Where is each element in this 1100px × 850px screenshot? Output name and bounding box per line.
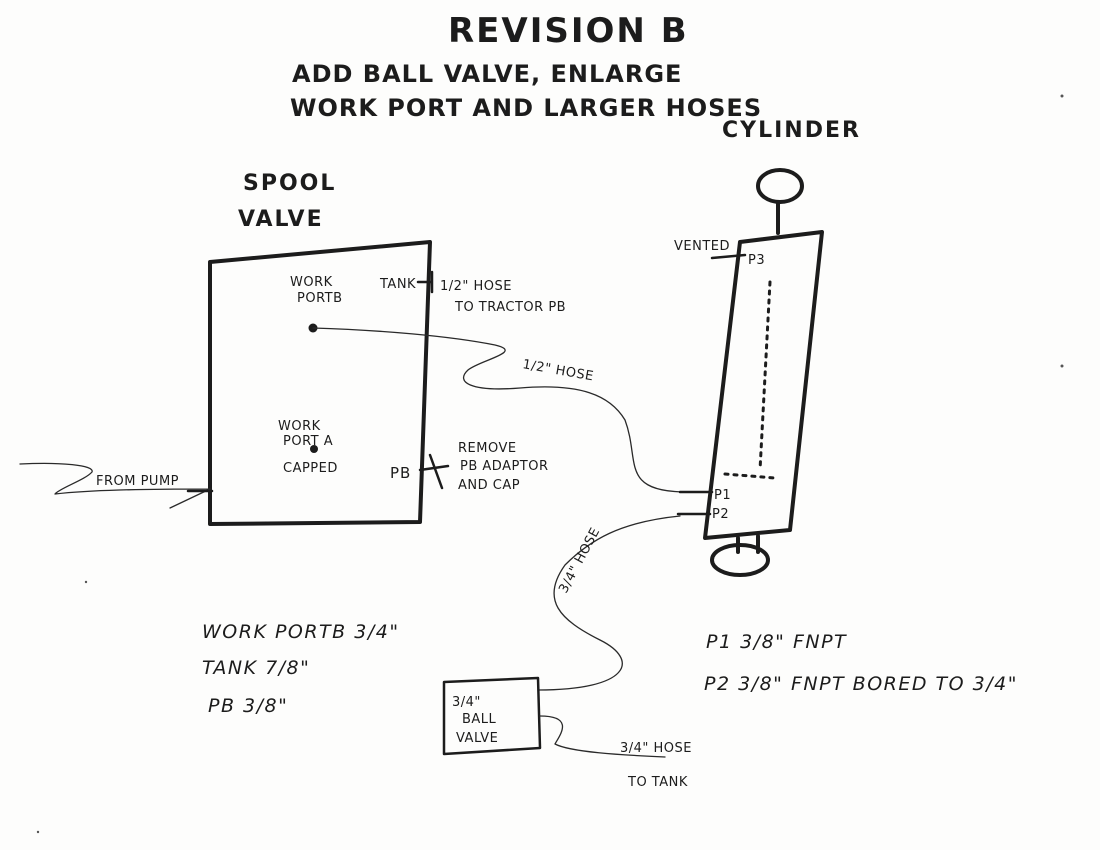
work-port-a-dot [310,445,318,453]
pb-note-line1: REMOVE [458,441,517,456]
spool-valve-label-line1: SPOOL [243,171,336,196]
p3-vent-port [710,253,747,260]
ball-valve-label-line2: BALL [462,712,497,727]
tank-hose-label-line1: 1/2" HOSE [440,279,512,294]
p3-label: P3 [748,253,765,268]
spec-tank: TANK 7/8" [202,657,310,679]
cylinder-body [703,168,824,577]
spool-valve-label-line2: VALVE [238,207,324,232]
scan-speck [1060,364,1064,368]
spool-valve-body [208,240,432,526]
revision-subtitle-line1: ADD BALL VALVE, ENLARGE [292,60,682,88]
work-port-a-label-line1: WORK [278,419,321,434]
cylinder-label: CYLINDER [722,118,861,143]
spec-work-port-b: WORK PORTB 3/4" [202,621,400,643]
pb-note-line2: PB ADAPTOR [460,459,549,474]
from-pump-label: FROM PUMP [96,474,179,489]
tank-hose-label-line2: TO TRACTOR PB [454,300,566,315]
scan-speck [1060,94,1064,98]
spec-pb: PB 3/8" [208,695,288,717]
ball-valve-label-line1: 3/4" [452,695,481,710]
to-tank-label: TO TANK [627,775,688,790]
work-port-b-label-line2: PORTB [297,291,343,306]
pb-note-line3: AND CAP [458,478,520,493]
work-port-a-label-line2: PORT A [283,434,333,449]
scan-speck [36,830,40,834]
pb-port-capped-mark [418,453,450,490]
spec-p1: P1 3/8" FNPT [706,631,847,653]
p2-to-ball-valve-hose [537,515,681,691]
to-tank-hose-label: 3/4" HOSE [620,741,692,756]
p2-label: P2 [712,507,729,522]
work-port-b-hose [312,327,683,493]
revision-title: REVISION B [448,11,689,51]
work-hose-label: 1/2" HOSE [521,357,595,384]
revision-subtitle-line2: WORK PORT AND LARGER HOSES [290,94,762,122]
ball-valve-to-tank-hose [539,715,666,758]
vented-label: VENTED [674,239,730,254]
ball-valve-label-line3: VALVE [456,731,498,746]
pb-port-label: PB [390,464,411,482]
p1-label: P1 [714,488,731,503]
spec-p2: P2 3/8" FNPT BORED TO 3/4" [704,673,1018,695]
work-port-b-label-line1: WORK [290,275,333,290]
tank-port-fitting [416,270,434,294]
work-port-a-capped-label: CAPPED [283,461,338,476]
ball-valve-body [442,676,542,756]
p2-hose-label: 3/4" HOSE [556,525,603,596]
scan-speck [84,580,88,584]
tank-port-label: TANK [379,277,416,292]
